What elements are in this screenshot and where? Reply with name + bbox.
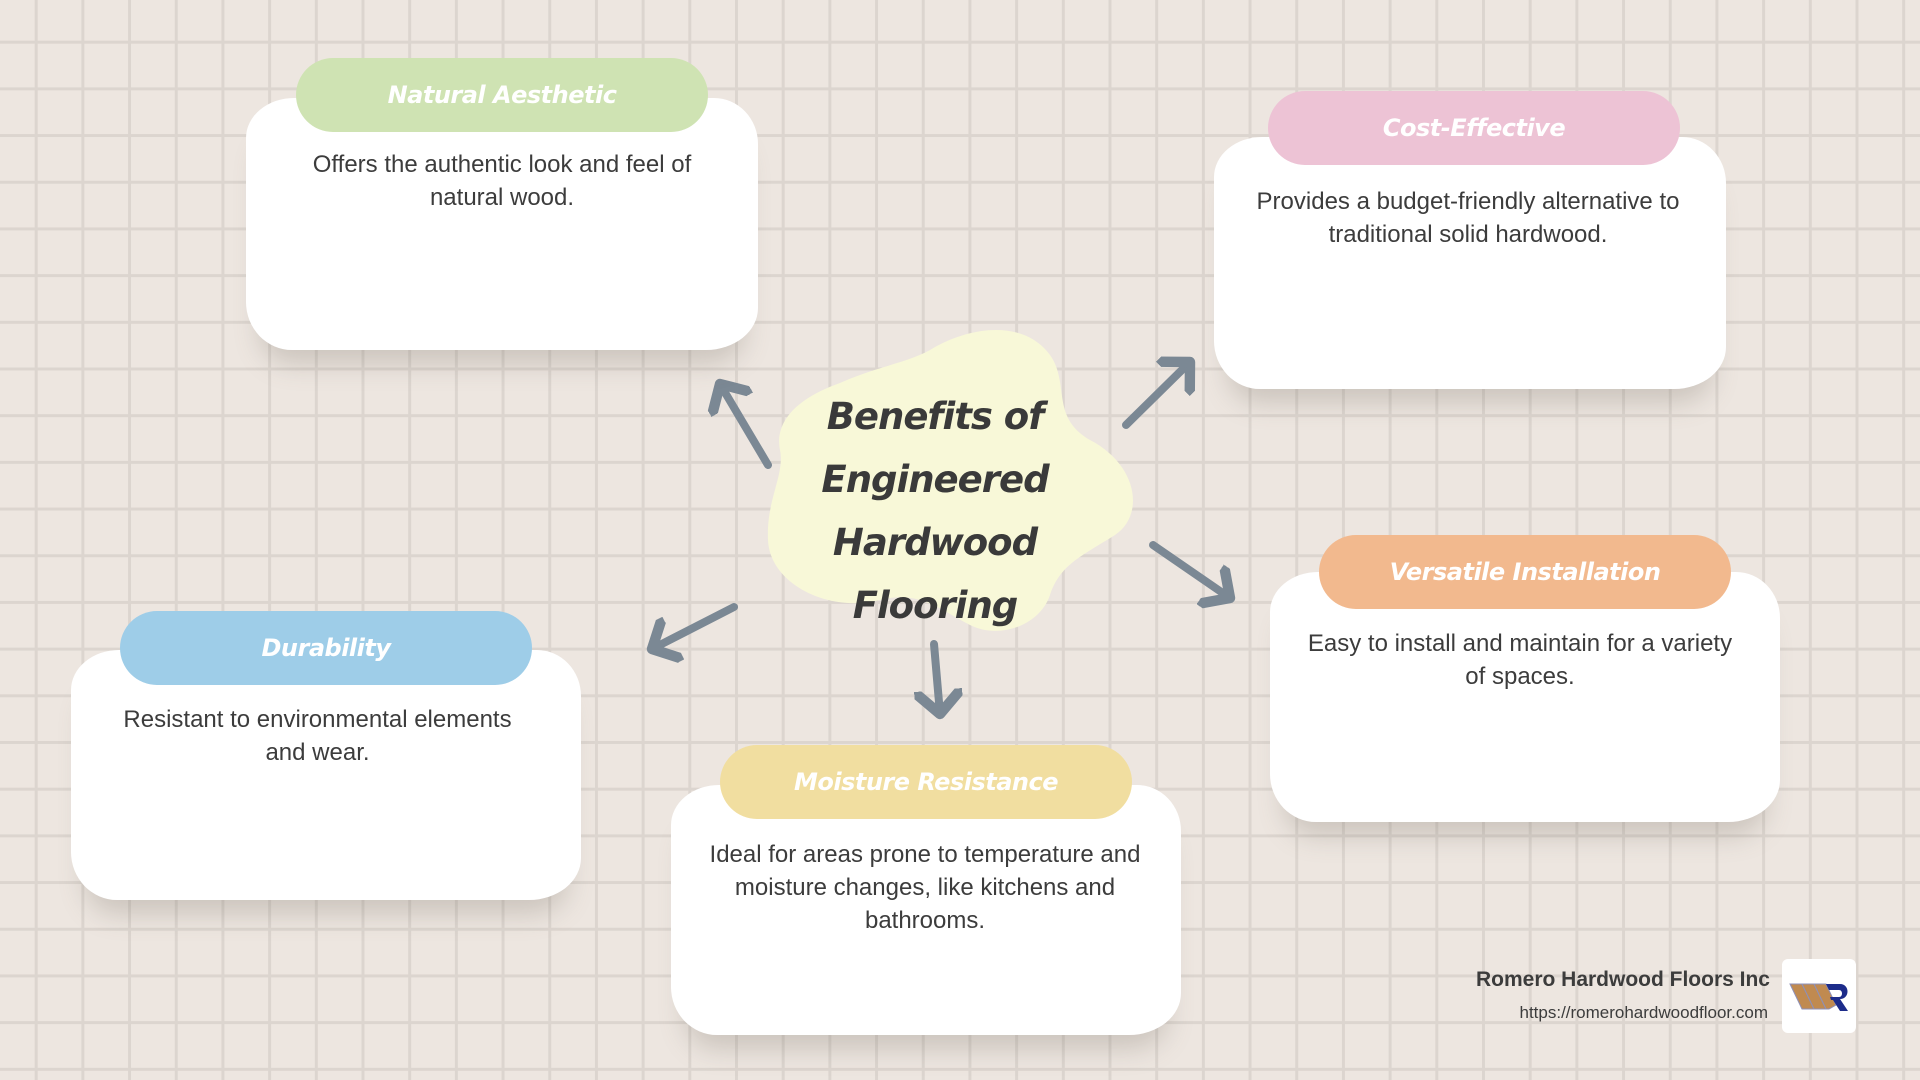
benefit-desc-cost-effective: Provides a budget-friendly alternative t… [1256,188,1680,248]
benefit-card-natural-aesthetic [246,98,758,350]
arrow-to-natural-aesthetic [720,384,772,469]
company-logo [1782,959,1856,1033]
arrow-to-cost-effective [1122,362,1190,429]
benefit-desc-natural-aesthetic: Offers the authentic look and feel of na… [312,151,692,211]
benefit-title-natural-aesthetic: Natural Aesthetic [296,58,708,132]
arrow-to-versatile-installation [1149,541,1230,598]
romero-r-logo-icon [1789,983,1848,1011]
benefit-desc-durability: Resistant to environmental elements and … [123,706,512,766]
benefit-card-cost-effective [1214,137,1726,389]
company-url[interactable]: https://romerohardwoodfloor.com [1519,1003,1768,1022]
title-line-1: Benefits of [826,395,1045,438]
center-blob [767,329,1133,631]
benefit-title-cost-effective: Cost-Effective [1268,91,1680,165]
benefit-card-durability [71,650,581,900]
diagram-title: Benefits of Engineered Hardwood Flooring [770,385,1100,637]
arrow-to-durability [652,603,738,649]
benefit-card-versatile-installation [1270,572,1780,822]
arrow-to-moisture-resistance [934,640,940,714]
company-name: Romero Hardwood Floors Inc [1475,968,1770,991]
benefit-desc-versatile-installation: Easy to install and maintain for a varie… [1307,630,1733,690]
benefit-title-moisture-resistance: Moisture Resistance [720,745,1132,819]
benefit-card-moisture-resistance [671,785,1181,1035]
benefit-title-durability: Durability [120,611,532,685]
title-line-2: Engineered [821,458,1049,501]
title-line-3: Hardwood Flooring [832,521,1038,627]
benefit-desc-moisture-resistance: Ideal for areas prone to temperature and… [709,841,1141,934]
benefit-title-versatile-installation: Versatile Installation [1319,535,1731,609]
